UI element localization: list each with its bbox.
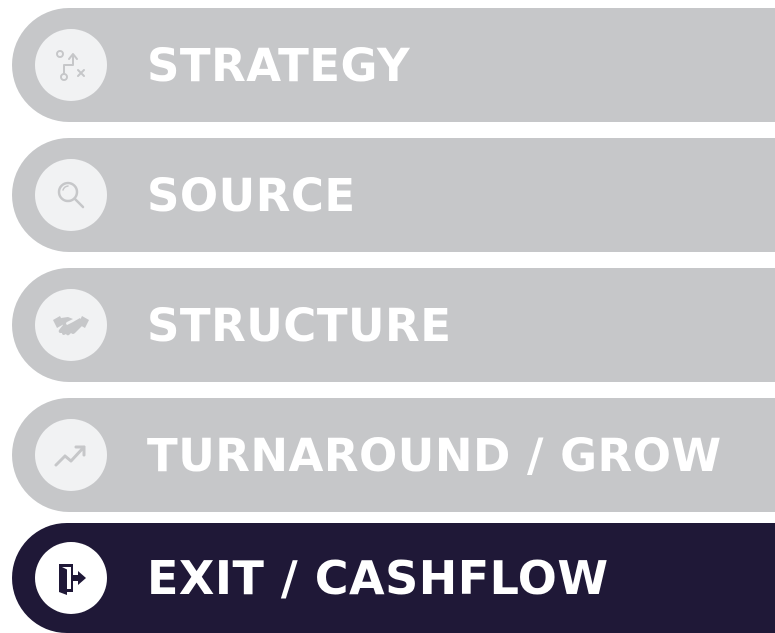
strategy-icon: [35, 29, 107, 101]
trend-up-icon: [35, 419, 107, 491]
step-turnaround-grow[interactable]: TURNAROUND / GROW: [12, 398, 775, 512]
step-label: STRUCTURE: [147, 298, 452, 352]
search-icon: [35, 159, 107, 231]
exit-door-icon: [35, 542, 107, 614]
step-exit-cashflow[interactable]: EXIT / CASHFLOW: [12, 523, 775, 633]
step-label: STRATEGY: [147, 38, 411, 92]
step-label: TURNAROUND / GROW: [147, 428, 722, 482]
handshake-icon: [35, 289, 107, 361]
step-strategy[interactable]: STRATEGY: [12, 8, 775, 122]
step-structure[interactable]: STRUCTURE: [12, 268, 775, 382]
step-source[interactable]: SOURCE: [12, 138, 775, 252]
step-label: EXIT / CASHFLOW: [147, 551, 609, 605]
step-label: SOURCE: [147, 168, 356, 222]
